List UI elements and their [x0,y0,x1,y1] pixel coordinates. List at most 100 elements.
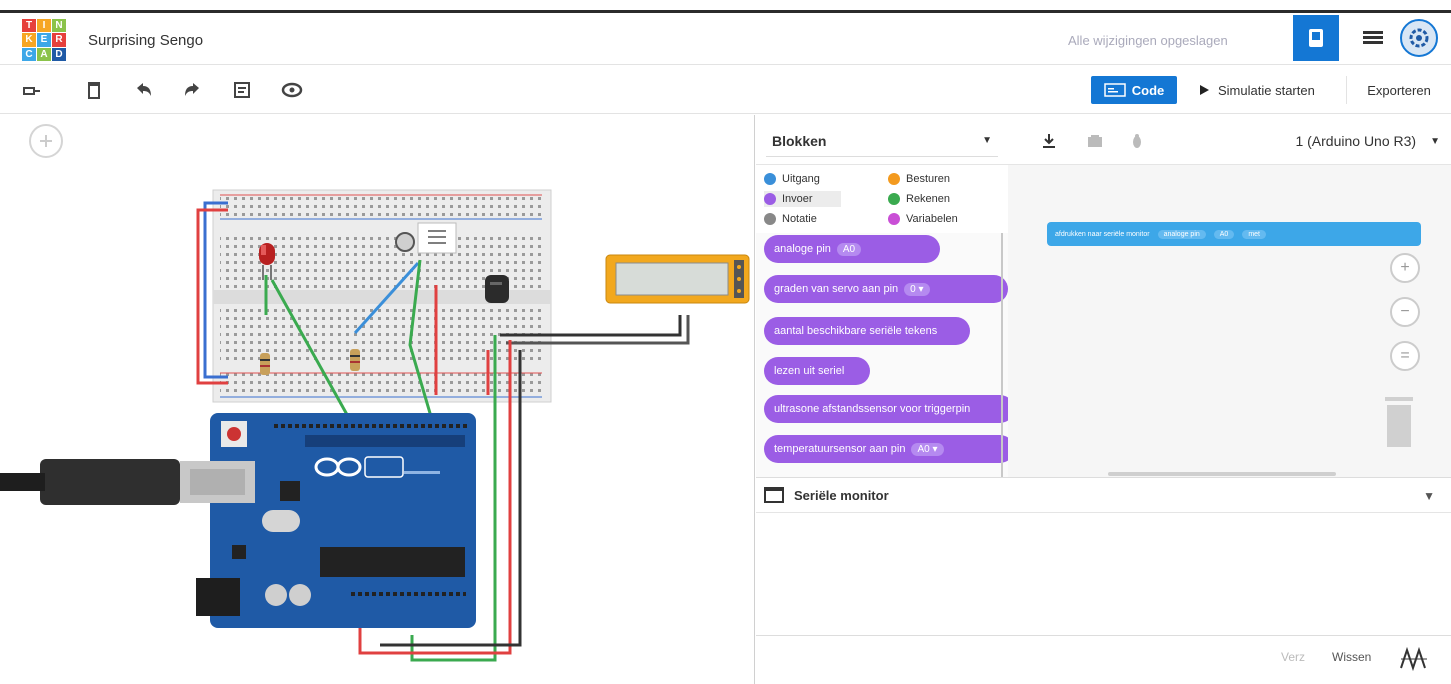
user-avatar-button[interactable] [1396,15,1442,61]
block-param[interactable]: A0 ▾ [911,442,944,456]
download-button[interactable] [1038,130,1060,152]
code-editor-panel: Blokken ▼ 1 (Arduino Uno R3) ▼ Uitgang B… [756,115,1451,478]
block-ultrasonic[interactable]: ultrasone afstandssensor voor triggerpin [764,395,1008,423]
block-categories: Uitgang Besturen Invoer Rekenen Notatie … [756,165,1008,245]
flyout-scrollbar[interactable] [1001,233,1003,478]
block-servo-degrees[interactable]: graden van servo aan pin 0 ▾ [764,275,1008,303]
block-text: analoge pin [774,243,831,255]
category-dot [888,213,900,225]
chevron-down-icon: ▼ [982,135,992,146]
board-select-value: 1 (Arduino Uno R3) [1295,133,1417,149]
fit-view-icon[interactable] [29,124,63,158]
chevron-down-icon[interactable]: ▼ [1423,489,1435,503]
visibility-icon [281,82,303,98]
serial-input-bar: Verz Wissen [756,635,1451,684]
visibility-button[interactable] [280,78,304,102]
rotate-button[interactable] [20,78,44,102]
undo-button[interactable] [132,78,156,102]
block-param[interactable]: 0 ▾ [904,282,930,296]
undo-icon [137,83,151,96]
sensor-component[interactable] [395,222,457,254]
zoom-in-icon: + [1400,259,1410,276]
start-simulation-button[interactable]: Simulatie starten [1192,76,1340,104]
zoom-out-button[interactable]: − [1390,297,1420,327]
workspace-print-block[interactable]: afdrukken naar seriële monitor analoge p… [1047,222,1421,246]
export-button[interactable]: Exporteren [1346,76,1451,104]
block-text: aantal beschikbare seriële tekens [774,325,938,337]
logo-letter: E [37,33,51,47]
category-label: Rekenen [906,193,951,205]
category-invoer[interactable]: Invoer [764,191,841,207]
save-status: Alle wijzigingen opgeslagen [1068,33,1228,48]
notes-button[interactable] [230,78,254,102]
resistor-component[interactable] [350,349,360,371]
upload-button[interactable] [1084,130,1106,152]
circuit-view-button[interactable] [1293,15,1339,61]
lcd-display-component[interactable] [605,254,750,304]
block-text: ultrasone afstandssensor voor triggerpin [774,403,971,415]
circuit-wires[interactable] [196,201,690,662]
workspace-scrollbar[interactable] [1108,472,1336,476]
code-button[interactable]: Code [1091,76,1177,104]
block-param[interactable]: A0 [1213,229,1235,239]
arduino-logo-icon [314,456,404,478]
circuit-canvas[interactable] [0,115,755,684]
block-text: lezen uit seriel [774,365,845,377]
send-button[interactable]: Verz [1281,650,1306,664]
clear-button[interactable]: Wissen [1332,650,1372,664]
graph-icon[interactable] [1399,644,1429,674]
block-temperature[interactable]: temperatuursensor aan pin A0 ▾ [764,435,1008,463]
logo-letter: I [37,19,51,33]
download-icon [1043,134,1055,148]
trash-icon[interactable] [1382,395,1416,449]
category-variabelen[interactable]: Variabelen [888,211,958,227]
delete-button[interactable] [82,78,106,102]
block-param[interactable]: met [1242,229,1266,239]
serial-monitor-icon [764,487,784,503]
category-dot [764,193,776,205]
block-serial-read[interactable]: lezen uit seriel [764,357,870,385]
arduino-uno-board[interactable] [0,413,476,628]
block-text: temperatuursensor aan pin [774,443,906,455]
serial-output [756,514,1451,635]
serial-monitor-title: Seriële monitor [794,487,889,503]
code-mode-select[interactable]: Blokken ▼ [766,125,998,157]
serial-input[interactable] [760,640,1260,680]
category-notatie[interactable]: Notatie [764,211,817,227]
block-param[interactable]: analoge pin [1157,229,1206,239]
zoom-reset-icon: = [1400,347,1410,364]
zoom-out-icon: − [1400,303,1410,320]
design-title[interactable]: Surprising Sengo [88,32,204,49]
block-serial-available[interactable]: aantal beschikbare seriële tekens [764,317,970,345]
debugger-button[interactable] [1126,130,1148,152]
top-border [0,10,1451,13]
temperature-sensor-component[interactable] [485,275,509,303]
block-analog-pin[interactable]: analoge pin A0 [764,235,940,263]
code-icon [1104,83,1126,97]
app-header: T I N K E R C A D Surprising Sengo Alle … [0,13,1451,65]
rotate-icon [23,87,40,95]
user-avatar-icon [1400,19,1438,57]
serial-monitor-header[interactable]: Seriële monitor ▼ [756,477,1451,513]
zoom-reset-button[interactable]: = [1390,341,1420,371]
library-icon [1088,135,1102,147]
block-param[interactable]: A0 [836,242,862,256]
category-besturen[interactable]: Besturen [888,171,950,187]
category-dot [888,173,900,185]
logo-letter: R [52,33,66,47]
category-label: Notatie [782,213,817,225]
zoom-in-button[interactable]: + [1390,253,1420,283]
category-dot [764,213,776,225]
board-select[interactable]: 1 (Arduino Uno R3) ▼ [1256,125,1446,157]
list-view-button[interactable] [1350,15,1396,61]
circuit-drawing [0,124,750,662]
tinkercad-logo[interactable]: T I N K E R C A D [22,19,66,61]
resistor-component[interactable] [260,353,270,375]
top-strip [0,0,1451,10]
debug-icon [1133,134,1141,148]
redo-button[interactable] [180,78,204,102]
list-view-icon [1363,31,1383,44]
led-component[interactable] [259,243,275,280]
category-uitgang[interactable]: Uitgang [764,171,820,187]
category-rekenen[interactable]: Rekenen [888,191,950,207]
